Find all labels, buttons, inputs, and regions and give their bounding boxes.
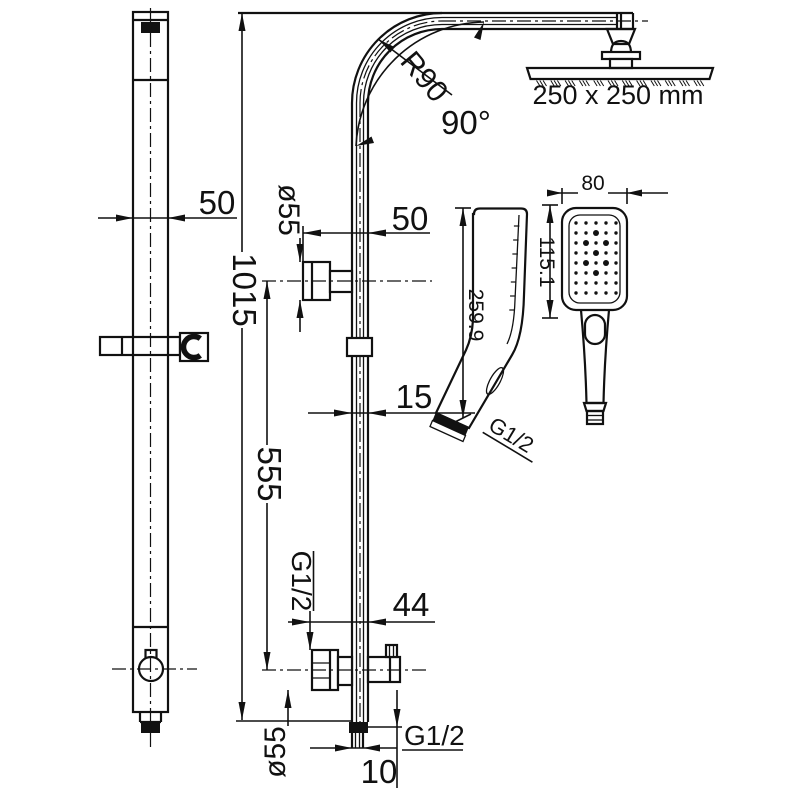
upper-bracket-diameter-label: ø55 xyxy=(272,184,305,236)
rail-width-dimension: 50 xyxy=(98,184,237,222)
diverter-offset-label: 44 xyxy=(393,586,430,623)
outlet-thread-label: G1/2 xyxy=(404,720,465,751)
connector-band xyxy=(432,412,469,436)
side-nozzle-marks xyxy=(509,225,520,311)
button-side-profile xyxy=(485,367,505,395)
inlet-thread-label: G1/2 xyxy=(286,551,317,612)
outlet-annotations: G1/2 10 xyxy=(310,690,465,790)
flange-diameter-label: ø55 xyxy=(259,726,292,778)
hand-shower-side-view: G1/2 xyxy=(429,207,538,463)
pipe-fitting xyxy=(345,336,374,358)
hand-length-label: 259.9 xyxy=(464,289,487,342)
overall-height-dimension: 1015 xyxy=(226,13,352,722)
outlet-width-label: 10 xyxy=(361,753,398,790)
handle-connector xyxy=(585,409,605,426)
handset-holder xyxy=(98,331,210,363)
hand-length-dimension: 259.9 xyxy=(452,207,487,424)
hand-width-label: 80 xyxy=(581,172,604,195)
flange-diameter-dimension: ø55 xyxy=(259,690,292,778)
diverter-assembly xyxy=(262,643,430,748)
diverter-offset-dimension: 44 xyxy=(288,586,435,626)
upper-wall-bracket xyxy=(262,260,432,302)
bend-radius-label: R90 xyxy=(394,45,455,108)
hand-thread-label: G1/2 xyxy=(484,412,538,458)
holder-cradle xyxy=(180,333,202,361)
upper-bracket-offset-label: 50 xyxy=(392,200,429,237)
rail-width-label: 50 xyxy=(199,184,236,221)
spray-dots xyxy=(574,221,618,295)
hand-shower-front-view xyxy=(560,206,629,426)
hand-face-dimension: 115.1 xyxy=(535,204,558,319)
inlet-thread-annotation: G1/2 xyxy=(286,551,317,650)
upper-bracket-offset-dimension: 50 xyxy=(302,200,430,262)
hand-width-dimension: 80 xyxy=(547,172,668,204)
pipe-width-dimension: 15 xyxy=(308,378,475,417)
hand-shower-head xyxy=(560,206,629,312)
bracket-spacing-dimension: 555 xyxy=(251,281,288,670)
overhead-shower: 250 x 250 mm xyxy=(525,27,715,110)
hand-shower-face xyxy=(568,214,621,304)
slide-rail xyxy=(98,8,210,748)
outlet-nut xyxy=(349,722,368,733)
overhead-size-label: 250 x 250 mm xyxy=(532,80,703,110)
pipe-width-label: 15 xyxy=(396,378,433,415)
upper-bracket-diameter-dimension: ø55 xyxy=(272,184,305,332)
bend-angle-label: 90° xyxy=(441,104,491,141)
mode-button xyxy=(583,313,607,346)
spray-nozzle-hatch xyxy=(536,80,705,87)
hand-thread-annotation: G1/2 xyxy=(482,412,538,463)
ball-joint-ball xyxy=(609,39,633,55)
bracket-spacing-label: 555 xyxy=(251,446,288,501)
hand-face-label: 115.1 xyxy=(535,237,558,288)
shower-head-plate xyxy=(525,66,715,81)
overall-height-label: 1015 xyxy=(226,253,263,326)
